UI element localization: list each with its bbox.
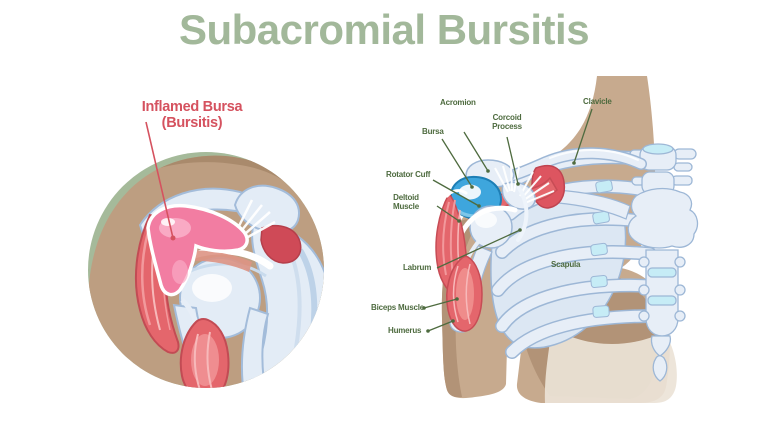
spine [627,143,699,382]
costal-cartilage [590,179,613,318]
inset-illustration [88,121,324,388]
inset-skin-shadow [160,155,324,240]
scapula-label: Scapula [551,260,581,269]
leader-dots [422,161,576,333]
inflamed-bursa-label-line1: Inflamed Bursa [141,99,243,115]
page-title: Subacromial Bursitis [178,6,590,53]
labrum-label: Labrum [403,263,432,272]
inset-muscle-patch [260,224,302,264]
shoulder-illustration [422,76,699,403]
acromion-label: Acromion [440,98,476,107]
leader-lines [423,108,593,332]
inset-leader-line [145,121,176,241]
hip-highlight [544,328,677,403]
humerus-label: Humerus [388,326,422,335]
deltoid-muscle-label: Deltoid Muscle [393,193,419,211]
bursa-label: Bursa [422,127,444,136]
inflamed-bursa-label: Inflamed Bursa (Bursitis) [127,99,257,131]
corcoid-process-label: Corcoid Process [492,113,522,131]
rotator-cuff-label: Rotator Cuff [386,170,431,179]
labrum-shape [457,205,518,239]
inflamed-bursa-label-line2: (Bursitis) [161,114,223,131]
inset-tendon-fan [236,199,276,239]
clavicle-label: Clavicle [583,97,612,106]
biceps-muscle-label: Biceps Muscle [371,303,424,312]
inset-ac-joint-bone [233,184,300,234]
